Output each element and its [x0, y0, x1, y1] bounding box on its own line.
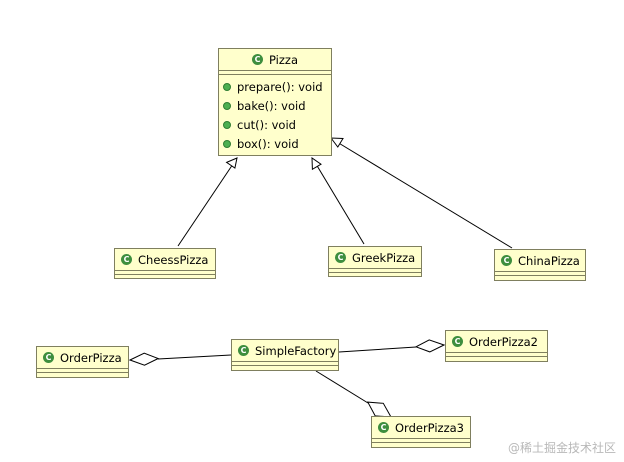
method-signature: prepare(): void	[237, 79, 323, 94]
greekpizza-class[interactable]: C GreekPizza	[328, 246, 422, 277]
orderpizza3-class-name: OrderPizza3	[395, 420, 464, 435]
orderpizza-class-name: OrderPizza	[60, 350, 122, 365]
orderpizza-class[interactable]: C OrderPizza	[36, 346, 129, 378]
chinapizza-class-header: C ChinaPizza	[495, 250, 585, 272]
chinapizza-class[interactable]: C ChinaPizza	[494, 249, 586, 281]
cheesspizza-class[interactable]: C CheessPizza	[114, 248, 216, 279]
generalization-line-chinapizza	[336, 141, 513, 249]
method-signature: cut(): void	[237, 117, 296, 132]
attributes-compartment	[232, 362, 338, 366]
generalization-line-cheesspizza	[177, 163, 234, 247]
simplefactory-class-name: SimpleFactory	[255, 343, 337, 358]
attributes-compartment	[329, 269, 421, 273]
method-signature: box(): void	[237, 136, 299, 151]
public-method-icon	[223, 120, 231, 129]
public-method-icon	[223, 139, 231, 148]
methods-compartment: prepare(): void bake(): void cut(): void…	[219, 75, 331, 155]
methods-compartment	[495, 276, 585, 279]
generalization-arrowhead-cheesspizza	[225, 157, 238, 169]
method-bake: bake(): void	[223, 96, 327, 115]
method-cut: cut(): void	[223, 115, 327, 134]
aggregation-line-orderpizza3	[315, 370, 369, 404]
attributes-compartment	[219, 71, 331, 75]
class-c-icon: C	[238, 345, 249, 356]
attributes-compartment	[37, 369, 128, 373]
orderpizza2-class[interactable]: C OrderPizza2	[445, 330, 548, 362]
aggregation-line-orderpizza	[157, 354, 232, 360]
aggregation-line-orderpizza2	[338, 346, 417, 353]
simplefactory-class-header: C SimpleFactory	[232, 340, 338, 362]
methods-compartment	[329, 273, 421, 276]
methods-compartment	[115, 275, 215, 278]
methods-compartment	[372, 443, 470, 446]
cheesspizza-class-name: CheessPizza	[138, 252, 209, 267]
attributes-compartment	[446, 353, 547, 357]
class-c-icon: C	[335, 252, 346, 263]
simplefactory-class[interactable]: C SimpleFactory	[231, 339, 339, 371]
public-method-icon	[223, 82, 231, 91]
methods-compartment	[232, 366, 338, 369]
orderpizza2-class-header: C OrderPizza2	[446, 331, 547, 353]
method-prepare: prepare(): void	[223, 77, 327, 96]
generalization-arrowhead-greekpizza	[311, 157, 322, 171]
attributes-compartment	[495, 272, 585, 276]
cheesspizza-class-header: C CheessPizza	[115, 249, 215, 271]
pizza-class-header: C Pizza	[219, 49, 331, 71]
generalization-arrowhead-chinapizza	[329, 137, 344, 148]
method-signature: bake(): void	[237, 98, 306, 113]
orderpizza-class-header: C OrderPizza	[37, 347, 128, 369]
pizza-class-name: Pizza	[269, 52, 298, 67]
generalization-line-greekpizza	[315, 163, 365, 245]
chinapizza-class-name: ChinaPizza	[518, 253, 580, 268]
public-method-icon	[223, 101, 231, 110]
class-c-icon: C	[452, 336, 463, 347]
attributes-compartment	[115, 271, 215, 275]
orderpizza2-class-name: OrderPizza2	[469, 334, 538, 349]
pizza-class[interactable]: C Pizza prepare(): void bake(): void cut…	[218, 48, 332, 156]
attributes-compartment	[372, 439, 470, 443]
class-c-icon: C	[252, 54, 263, 65]
aggregation-diamond-orderpizza3	[366, 401, 392, 418]
watermark: @稀土掘金技术社区	[507, 441, 616, 455]
class-c-icon: C	[378, 422, 389, 433]
class-c-icon: C	[501, 255, 512, 266]
greekpizza-class-header: C GreekPizza	[329, 247, 421, 269]
aggregation-diamond-orderpizza	[128, 352, 160, 366]
aggregation-diamond-orderpizza2	[414, 339, 446, 353]
method-box: box(): void	[223, 134, 327, 153]
class-c-icon: C	[121, 254, 132, 265]
orderpizza3-class-header: C OrderPizza3	[372, 417, 470, 439]
class-c-icon: C	[43, 352, 54, 363]
greekpizza-class-name: GreekPizza	[352, 250, 416, 265]
orderpizza3-class[interactable]: C OrderPizza3	[371, 416, 471, 448]
methods-compartment	[37, 373, 128, 376]
methods-compartment	[446, 357, 547, 360]
